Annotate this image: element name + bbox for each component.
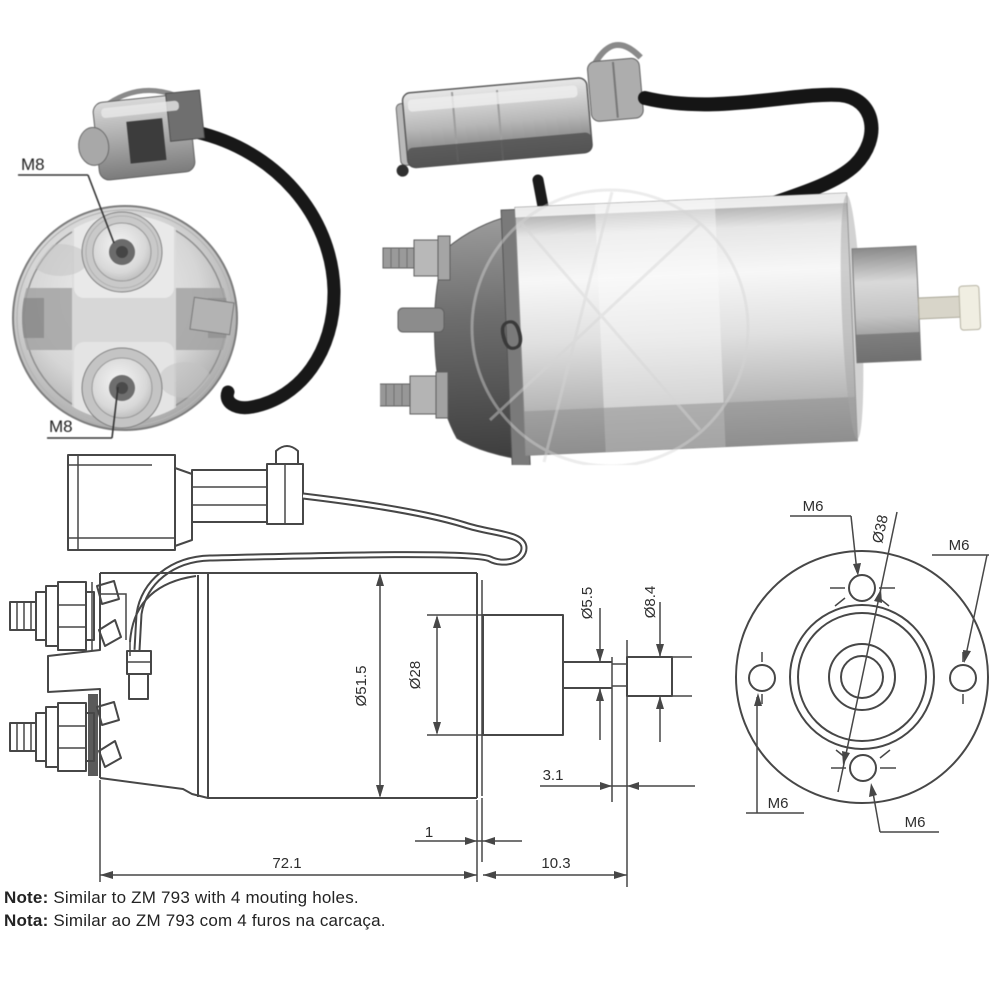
callout-m8-bottom: M8 [47, 386, 119, 439]
cable-loop [189, 125, 341, 415]
connector-plug [395, 41, 644, 177]
callout-m6-top-left: M6 [790, 498, 861, 576]
m6-label-top-right: M6 [949, 537, 970, 554]
m6-label-bottom-right: M6 [905, 814, 926, 831]
m6-label-top-left: M6 [803, 498, 824, 515]
drawn-plunger [482, 614, 673, 736]
dim-label-body-length: 72.1 [272, 855, 301, 872]
extension-lines [99, 614, 692, 887]
end-view-photo: M8 M8 [12, 88, 341, 439]
flange-circles [735, 550, 989, 804]
dim-tip-gap: 3.1 [540, 767, 695, 790]
dim-nose-length: 10.3 [483, 855, 627, 879]
note-line-en: Note: Similar to ZM 793 with 4 mouting h… [4, 886, 386, 909]
dim-rod-diameter: Ø5.5 [579, 587, 604, 740]
dim-label-flange-step: 1 [425, 824, 433, 841]
drawn-connector [67, 445, 304, 551]
dim-label-bolt-circle: Ø38 [869, 513, 892, 544]
dim-label-boss-diameter: Ø28 [407, 661, 424, 689]
dim-label-rod-diameter: Ø5.5 [579, 587, 596, 620]
dim-label-tip-diameter: Ø8.4 [642, 586, 659, 619]
m8-label-bottom: M8 [49, 417, 73, 436]
callout-m8-top: M8 [18, 155, 115, 244]
dim-label-nose-length: 10.3 [541, 855, 570, 872]
dim-body-length: 72.1 [100, 855, 477, 879]
note-line-pt: Nota: Similar ao ZM 793 com 4 furos na c… [4, 909, 386, 932]
dim-label-body-diameter: Ø51.5 [353, 666, 370, 707]
end-plate [12, 205, 238, 431]
callout-m6-top-right: M6 [932, 537, 989, 663]
note-label-en: Note: [4, 888, 49, 907]
solenoid-body: 0 [434, 192, 982, 465]
notes: Note: Similar to ZM 793 with 4 mouting h… [4, 886, 386, 932]
note-text-en: Similar to ZM 793 with 4 mouting holes. [53, 888, 359, 907]
terminal-stud-bottom [81, 347, 163, 429]
side-clip [189, 296, 235, 336]
drawn-bolt-upper [9, 580, 122, 651]
callout-m6-bottom-right: M6 [869, 783, 939, 833]
side-view-photo: 0 [380, 41, 982, 465]
dim-label-tip-gap: 3.1 [543, 767, 564, 784]
m8-label-top: M8 [21, 155, 45, 174]
terminal-bolts [380, 235, 451, 419]
dim-body-diameter: Ø51.5 [353, 573, 384, 798]
connector-plug [78, 88, 205, 181]
terminal-stud-top [81, 211, 163, 293]
drawn-wire [126, 492, 528, 700]
side-dimension-drawing: Ø51.5 Ø28 Ø5.5 Ø8.4 [9, 445, 695, 887]
mounting-holes [748, 574, 977, 782]
drawn-bolt-lower [9, 701, 122, 772]
dim-flange-step: 1 [415, 824, 522, 845]
rear-dimension-drawing: Ø38 M6 M6 M6 M6 [735, 498, 989, 833]
plunger-tip [917, 284, 982, 331]
note-text-pt: Similar ao ZM 793 com 4 furos na carcaça… [53, 911, 386, 930]
note-label-pt: Nota: [4, 911, 49, 930]
callout-m6-bottom-left: M6 [746, 693, 804, 814]
dim-boss-diameter: Ø28 [407, 615, 441, 735]
m6-label-bottom-left: M6 [768, 795, 789, 812]
dim-bolt-circle: Ø38 [837, 511, 898, 793]
dim-tip-diameter: Ø8.4 [642, 586, 664, 742]
watermark [470, 188, 750, 465]
